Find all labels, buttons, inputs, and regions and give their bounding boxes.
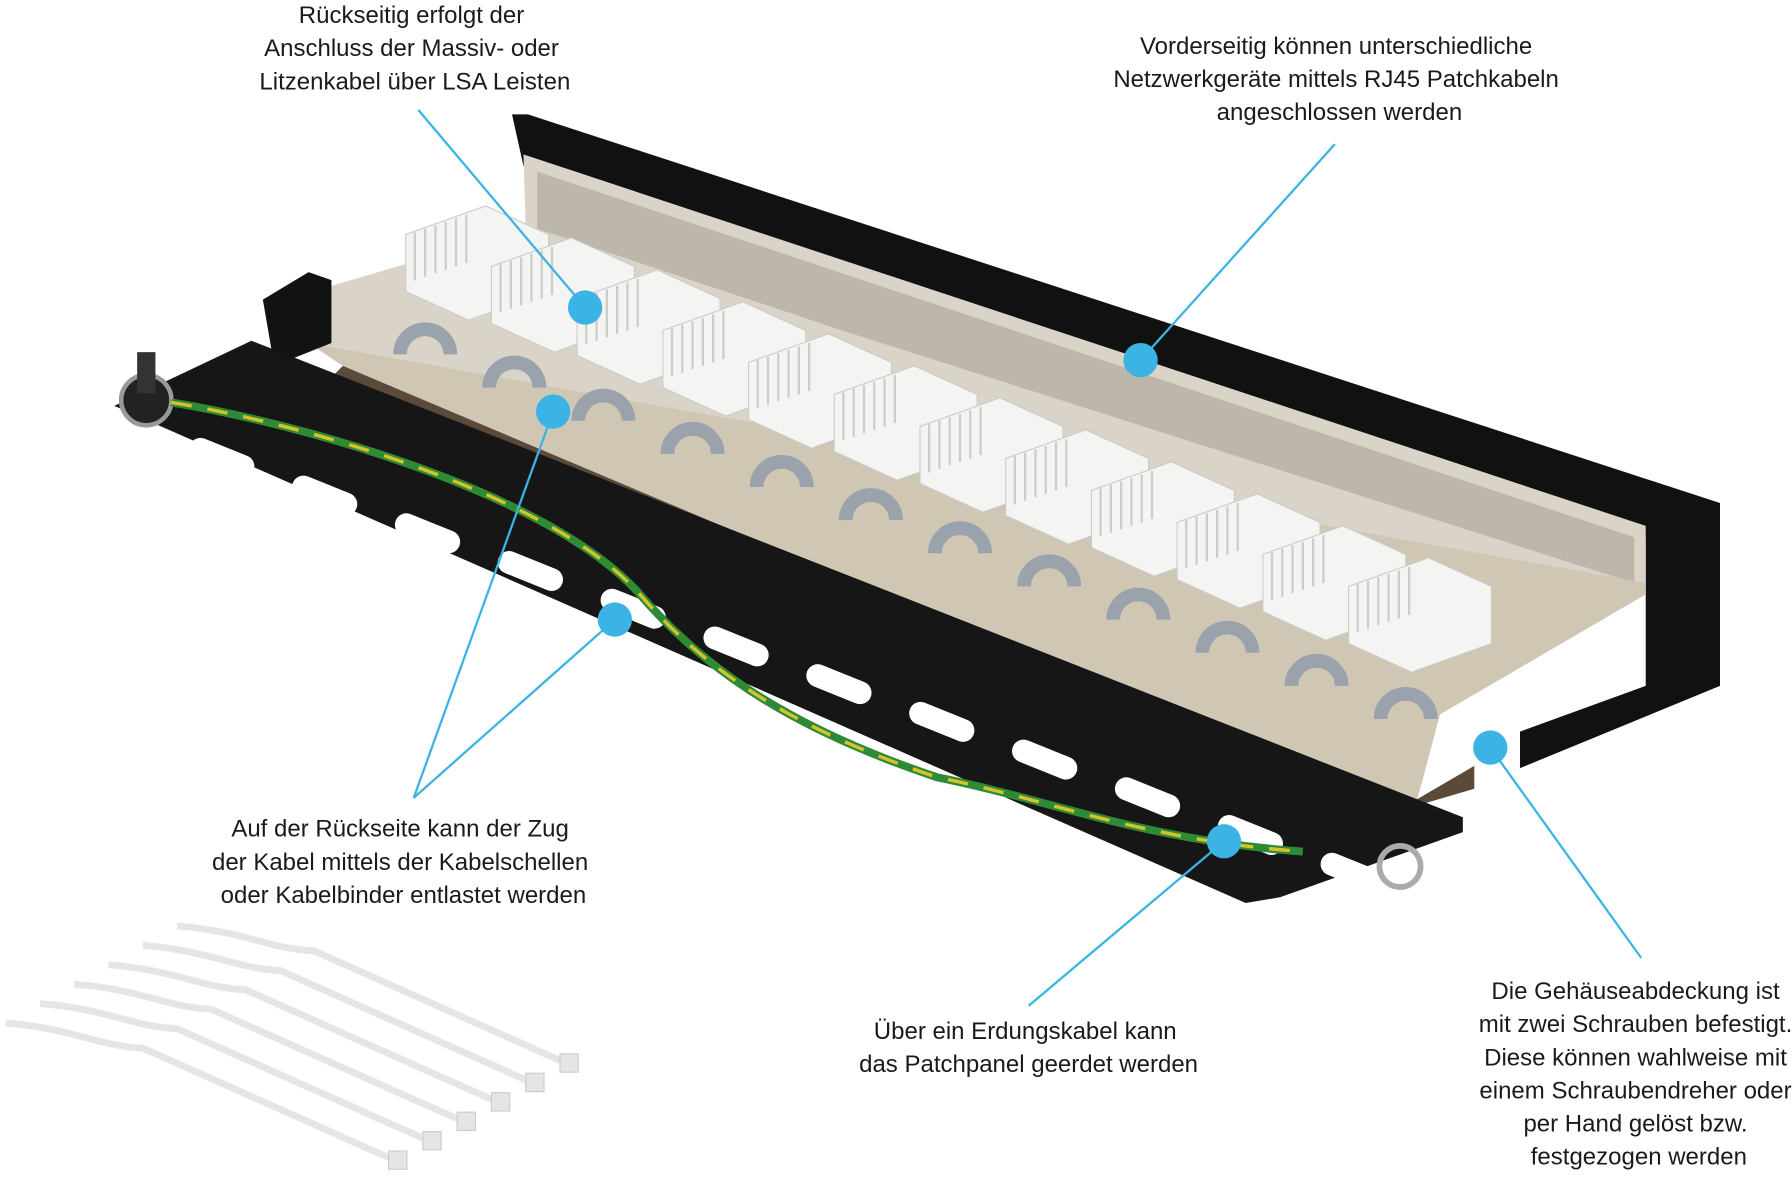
caption-line: per Hand gelöst bzw. (1523, 1111, 1747, 1138)
cable-clamp (838, 488, 903, 521)
caption-line: Diese können wahlweise mit (1484, 1044, 1787, 1071)
tray-slot (600, 588, 666, 629)
cable-clamp (1106, 587, 1171, 621)
cable-clamp (749, 455, 814, 488)
tray-slot (292, 475, 358, 516)
cable-clamp (393, 322, 458, 355)
caption-line: angeschlossen werden (1217, 99, 1463, 126)
ground-screw-bolt (137, 352, 156, 394)
cable-tie (142, 941, 533, 1086)
lsa-block (1348, 557, 1492, 673)
caption-lsa: Rückseitig erfolgt der Anschluss der Mas… (259, 2, 570, 95)
lsa-blocks (405, 205, 1492, 673)
ground-cable-stripe (171, 400, 1303, 854)
cable-clamp (1195, 620, 1260, 654)
cable-tie-head (456, 1111, 476, 1131)
caption-rj45: Vorderseitig können unterschiedliche Net… (1113, 33, 1565, 126)
callout-dot-cable-tie (597, 602, 632, 637)
cable-tie (74, 980, 465, 1125)
caption-grounding: Über ein Erdungskabel kann das Patchpane… (859, 1018, 1198, 1078)
cable-tie (39, 1000, 430, 1144)
cable-tie-head (525, 1072, 545, 1093)
tray-slot (1114, 777, 1181, 818)
callout-lines (412, 109, 1643, 1007)
caption-line: Die Gehäuseabdeckung ist (1491, 978, 1780, 1005)
cable-tie (108, 961, 499, 1105)
callout-markers (536, 290, 1508, 859)
callout-dot-lsa (568, 290, 603, 325)
caption-line: Über ein Erdungskabel kann (874, 1018, 1177, 1045)
caption-cover: Die Gehäuseabdeckung ist mit zwei Schrau… (1479, 978, 1792, 1171)
ground-ring-terminal (1376, 842, 1424, 890)
caption-line: Vorderseitig können unterschiedliche (1140, 33, 1532, 60)
cable-clamps (393, 322, 1438, 720)
callout-dot-clamp (536, 394, 571, 429)
caption-line: das Patchpanel geerdet werden (859, 1051, 1198, 1078)
mounting-bracket (262, 272, 332, 366)
tray-slot (703, 626, 769, 667)
cable-tie-head (387, 1150, 408, 1170)
tray-slot (1320, 852, 1386, 893)
pcb-plate (308, 343, 1646, 806)
caption-line: der Kabel mittels der Kabelschellen (212, 849, 588, 876)
tray-slot (806, 664, 872, 705)
cable-clamp (1017, 554, 1082, 587)
tray-slots (189, 437, 1386, 893)
caption-line: mit zwei Schrauben befestigt. (1479, 1011, 1792, 1038)
callout-dot-ground (1206, 824, 1242, 859)
cable-tie-head (490, 1092, 511, 1112)
caption-line: Rückseitig erfolgt der (299, 2, 524, 29)
cable-tie (5, 1019, 396, 1164)
front-frame-shading (537, 171, 1635, 584)
cable-clamp (928, 521, 992, 554)
tray-slot (394, 513, 461, 554)
caption-line: festgezogen werden (1531, 1144, 1747, 1171)
caption-line: Anschluss der Massiv- oder (264, 35, 559, 62)
cable-clamp (1284, 653, 1349, 687)
caption-line: oder Kabelbinder entlastet werden (221, 882, 587, 909)
caption-line: einem Schraubendreher oder (1479, 1077, 1791, 1104)
caption-line: Netzwerkgeräte mittels RJ45 Patchkabeln (1113, 66, 1559, 93)
callout-dot-rj45 (1123, 343, 1158, 378)
tray-slot (189, 437, 255, 478)
cable-tie (176, 922, 568, 1067)
caption-line: Auf der Rückseite kann der Zug (231, 816, 569, 843)
cable-clamp (482, 355, 547, 389)
cable-clamp (1373, 687, 1438, 720)
tray-slot (1012, 739, 1078, 780)
cable-clamp (660, 421, 725, 455)
tray-slot (497, 551, 563, 592)
tray-slot (909, 701, 975, 742)
caption-strain-relief: Auf der Rückseite kann der Zug der Kabel… (212, 816, 595, 909)
base-edge (331, 365, 1475, 818)
cable-ties (5, 922, 579, 1170)
caption-line: Litzenkabel über LSA Leisten (259, 68, 570, 95)
cable-clamp (571, 388, 636, 422)
callout-dot-cover-screw (1473, 730, 1508, 765)
cable-tie-head (422, 1130, 442, 1151)
cable-tie-head (559, 1053, 579, 1073)
